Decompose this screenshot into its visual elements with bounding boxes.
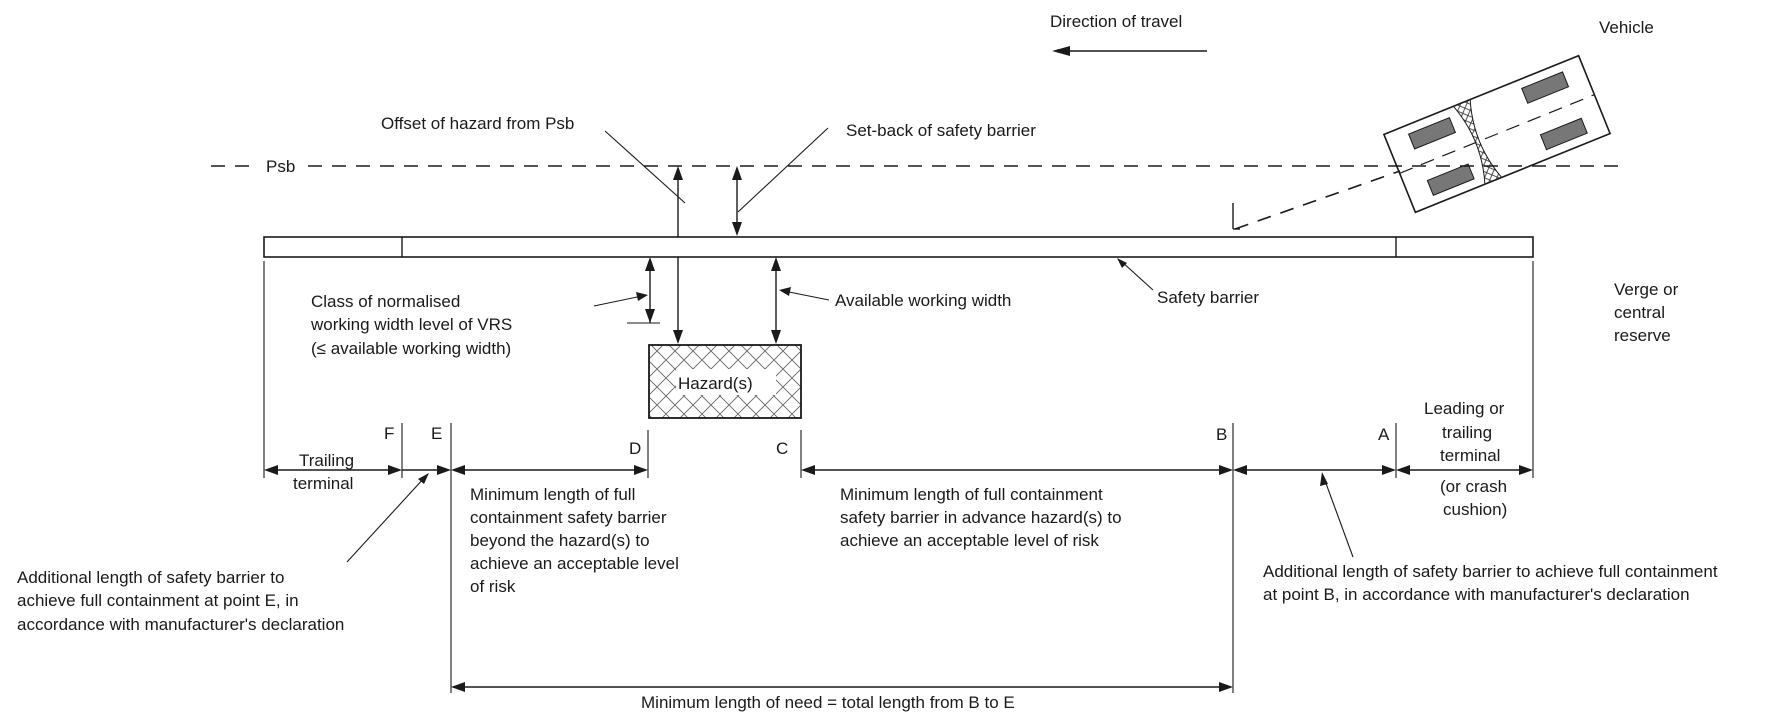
point-e: E	[431, 424, 442, 443]
dim-trailing-terminal	[264, 465, 402, 475]
verge-line1: Verge or	[1614, 280, 1679, 299]
leading-terminal-line2: trailing	[1442, 423, 1492, 442]
dim-e-d	[451, 465, 648, 475]
verge-line2: central	[1614, 303, 1665, 322]
additional-b-line2: at point B, in accordance with manufactu…	[1263, 585, 1690, 604]
dim-f-e	[402, 465, 451, 475]
dim-c-b	[801, 465, 1233, 475]
setback-label: Set-back of safety barrier	[846, 121, 1036, 140]
advance-hazard-line2: safety barrier in advance hazard(s) to	[840, 508, 1122, 527]
advance-hazard-line1: Minimum length of full containment	[840, 485, 1103, 504]
offset-hazard-leader	[604, 130, 686, 204]
beyond-hazard-line1: Minimum length of full	[470, 485, 635, 504]
available-width-dimension	[771, 257, 830, 344]
offset-hazard-label: Offset of hazard from Psb	[381, 114, 574, 133]
psb-label: Psb	[266, 157, 295, 176]
class-normalised-line1: Class of normalised	[311, 292, 460, 311]
point-f: F	[384, 424, 394, 443]
additional-b-line1: Additional length of safety barrier to a…	[1263, 562, 1718, 581]
min-length-need-label: Minimum length of need = total length fr…	[641, 693, 1015, 712]
trailing-terminal-line1: Trailing	[299, 451, 354, 470]
available-width-label: Available working width	[835, 291, 1011, 310]
safety-barrier	[263, 236, 1534, 258]
beyond-hazard-line4: achieve an acceptable level	[470, 554, 679, 573]
class-normalised-line2: working width level of VRS	[310, 315, 512, 334]
vehicle-label: Vehicle	[1599, 18, 1654, 37]
additional-e-leader	[346, 473, 429, 563]
direction-arrow	[1052, 46, 1207, 56]
leading-terminal-line1: Leading or	[1424, 399, 1505, 418]
additional-e-line3: accordance with manufacturer's declarati…	[17, 615, 344, 634]
leading-terminal-line3: terminal	[1440, 446, 1500, 465]
point-d: D	[629, 439, 641, 458]
safety-barrier-label: Safety barrier	[1157, 288, 1259, 307]
normalised-width-dimension	[593, 257, 660, 324]
beyond-hazard-line3: beyond the hazard(s) to	[470, 531, 650, 550]
crash-cushion-line1: (or crash	[1440, 477, 1507, 496]
setback-dimension	[732, 166, 742, 236]
hazard-box	[648, 344, 802, 419]
impact-angle-marker	[1232, 203, 1240, 230]
advance-hazard-line3: achieve an acceptable level of risk	[840, 531, 1099, 550]
point-b: B	[1216, 425, 1227, 444]
min-length-need-dimension	[451, 682, 1233, 692]
verge-line3: reserve	[1614, 326, 1671, 345]
crash-cushion-line2: cushion)	[1443, 500, 1507, 519]
additional-b-leader	[1320, 472, 1354, 558]
beyond-hazard-line2: containment safety barrier	[470, 508, 667, 527]
direction-of-travel-label: Direction of travel	[1050, 12, 1182, 31]
vehicle-icon	[1382, 54, 1612, 214]
vehicle-trajectory-line	[1234, 170, 1401, 230]
setback-leader	[737, 127, 829, 213]
additional-e-line2: achieve full containment at point E, in	[17, 591, 299, 610]
additional-e-line1: Additional length of safety barrier to	[17, 568, 284, 587]
dim-b-a	[1233, 465, 1396, 475]
dim-leading-terminal	[1396, 465, 1533, 475]
trailing-terminal-line2: terminal	[293, 474, 353, 493]
point-a: A	[1378, 425, 1390, 444]
safety-barrier-leader	[1117, 258, 1154, 291]
hazard-label: Hazard(s)	[678, 374, 753, 393]
beyond-hazard-line5: of risk	[470, 577, 516, 596]
point-c: C	[776, 439, 788, 458]
class-normalised-line3: (≤ available working width)	[311, 339, 511, 358]
